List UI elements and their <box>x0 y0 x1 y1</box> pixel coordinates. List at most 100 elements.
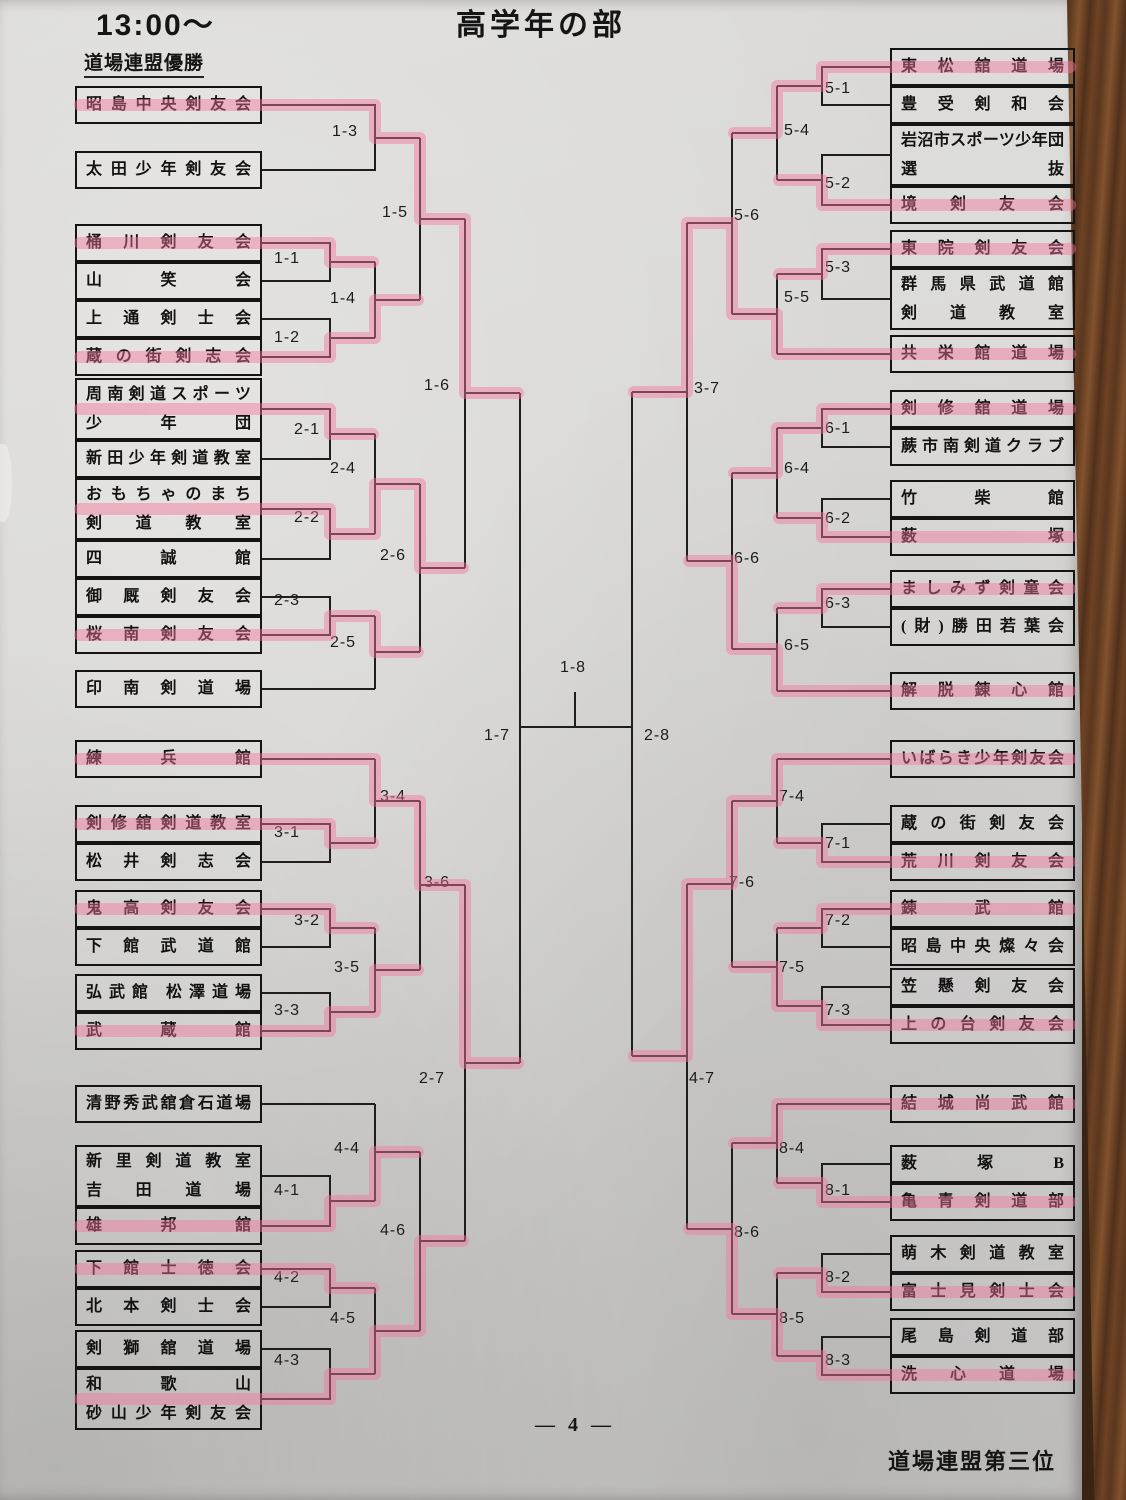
team-box-left-10: 四誠館 <box>75 540 262 578</box>
team-box-left-23: 雄邦舘 <box>75 1207 262 1245</box>
team-box-right-12: ましみず剣童会 <box>890 570 1075 608</box>
team-name-line: 笠懸剣友会 <box>901 978 1064 995</box>
team-box-right-15: いばらき少年剣友会 <box>890 740 1075 778</box>
paper-torn-edge <box>0 444 12 522</box>
team-name-line: 吉田道場 <box>86 1182 251 1199</box>
team-box-left-5: 上通剣士会 <box>75 300 262 338</box>
team-box-right-20: 笠懸剣友会 <box>890 968 1075 1006</box>
match-label-2-1: 2-1 <box>293 421 321 438</box>
team-box-left-13: 印南剣道場 <box>75 670 262 708</box>
match-label-2-6: 2-6 <box>379 547 407 564</box>
team-box-right-19: 昭島中央燦々会 <box>890 928 1075 966</box>
team-name-line: おもちゃのまち <box>86 486 251 503</box>
team-box-right-13: (財)勝田若葉会 <box>890 608 1075 646</box>
match-label-3-4: 3-4 <box>379 788 407 805</box>
match-label-8-3: 8-3 <box>824 1352 852 1369</box>
match-label-4-5: 4-5 <box>329 1310 357 1327</box>
team-name-line: 鬼高剣友会 <box>86 900 251 917</box>
team-box-left-26: 剣獅舘道場 <box>75 1330 262 1368</box>
team-box-right-18: 錬武館 <box>890 890 1075 928</box>
match-label-3-1: 3-1 <box>273 824 301 841</box>
team-name-line: 萌木剣道教室 <box>901 1245 1064 1262</box>
match-label-7-6: 7-6 <box>728 874 756 891</box>
team-box-left-15: 剣修舘剣道教室 <box>75 805 262 843</box>
team-box-left-12: 桜南剣友会 <box>75 616 262 654</box>
team-box-left-7: 周南剣道スポーツ少年団 <box>75 378 262 440</box>
team-box-left-27: 和歌山砂山少年剣友会 <box>75 1368 262 1430</box>
seed-note-league-champion: 道場連盟優勝 <box>84 48 205 78</box>
match-label-1-3: 1-3 <box>331 123 359 140</box>
match-label-6-2: 6-2 <box>824 510 852 527</box>
team-box-left-17: 鬼高剣友会 <box>75 890 262 928</box>
match-label-4-3: 4-3 <box>273 1352 301 1369</box>
team-name-line: 荒川剣友会 <box>901 853 1064 870</box>
team-box-right-11: 薮塚 <box>890 518 1075 556</box>
match-label-3-7: 3-7 <box>693 380 721 397</box>
team-box-right-4: 境剣友会 <box>890 186 1075 224</box>
match-label-8-1: 8-1 <box>824 1182 852 1199</box>
match-label-7-1: 7-1 <box>824 835 852 852</box>
team-name-line: ましみず剣童会 <box>901 580 1064 597</box>
team-name-line: 共栄館道場 <box>901 345 1064 362</box>
match-label-2-8: 2-8 <box>643 727 671 744</box>
team-name-line: 桜南剣友会 <box>86 626 251 643</box>
match-label-5-4: 5-4 <box>783 122 811 139</box>
match-label-5-6: 5-6 <box>733 207 761 224</box>
team-box-right-26: 富士見剣士会 <box>890 1273 1075 1311</box>
match-label-1-2: 1-2 <box>273 329 301 346</box>
team-name-line: 雄邦舘 <box>86 1217 251 1234</box>
team-name-line: 剣道教室 <box>86 515 251 532</box>
match-label-6-1: 6-1 <box>824 420 852 437</box>
team-box-left-8: 新田少年剣道教室 <box>75 440 262 478</box>
team-box-left-19: 弘武館 松澤道場 <box>75 974 262 1012</box>
team-name-line: 下館士徳会 <box>86 1260 251 1277</box>
team-name-line: 昭島中央燦々会 <box>901 938 1064 955</box>
team-name-line: 昭島中央剣友会 <box>86 96 251 113</box>
team-box-right-16: 蔵の街剣友会 <box>890 805 1075 843</box>
page-number: — 4 — <box>535 1414 615 1436</box>
team-name-line: 弘武館 松澤道場 <box>86 984 251 1001</box>
match-label-5-3: 5-3 <box>824 259 852 276</box>
match-label-2-3: 2-3 <box>273 592 301 609</box>
team-name-line: 剣修舘剣道教室 <box>86 815 251 832</box>
team-name-line: 薮塚B <box>901 1155 1064 1172</box>
match-label-3-5: 3-5 <box>333 959 361 976</box>
team-name-line: 亀青剣道部 <box>901 1193 1064 1210</box>
match-label-5-5: 5-5 <box>783 289 811 306</box>
match-label-8-4: 8-4 <box>778 1140 806 1157</box>
team-name-line: 東松舘道場 <box>901 58 1064 75</box>
match-label-8-5: 8-5 <box>778 1310 806 1327</box>
team-name-line: 上通剣士会 <box>86 310 251 327</box>
match-label-6-3: 6-3 <box>824 595 852 612</box>
team-box-right-23: 薮塚B <box>890 1145 1075 1183</box>
team-box-left-18: 下館武道館 <box>75 928 262 966</box>
team-name-line: 豊受剣和会 <box>901 96 1064 113</box>
team-box-left-25: 北本剣士会 <box>75 1288 262 1326</box>
team-name-line: 新里剣道教室 <box>86 1153 251 1170</box>
team-box-right-3: 岩沼市スポーツ少年団選抜 <box>890 124 1075 186</box>
match-label-6-6: 6-6 <box>733 550 761 567</box>
match-label-5-1: 5-1 <box>824 80 852 97</box>
match-label-4-4: 4-4 <box>333 1140 361 1157</box>
match-label-6-4: 6-4 <box>783 460 811 477</box>
match-label-3-3: 3-3 <box>273 1002 301 1019</box>
team-box-left-9: おもちゃのまち剣道教室 <box>75 478 262 540</box>
team-box-right-9: 蕨市南剣道クラブ <box>890 428 1075 466</box>
team-box-left-2: 太田少年剣友会 <box>75 151 262 189</box>
match-label-4-6: 4-6 <box>379 1222 407 1239</box>
match-label-8-6: 8-6 <box>733 1224 761 1241</box>
team-name-line: 富士見剣士会 <box>901 1283 1064 1300</box>
match-label-3-6: 3-6 <box>423 874 451 891</box>
team-name-line: 少年団 <box>86 415 251 432</box>
team-box-left-14: 練兵館 <box>75 740 262 778</box>
team-box-left-4: 山笑会 <box>75 262 262 300</box>
team-name-line: 桶川剣友会 <box>86 234 251 251</box>
team-name-line: 東院剣友会 <box>901 240 1064 257</box>
team-box-right-17: 荒川剣友会 <box>890 843 1075 881</box>
team-name-line: 砂山少年剣友会 <box>86 1405 251 1422</box>
match-label-7-5: 7-5 <box>778 959 806 976</box>
team-name-line: 武蔵館 <box>86 1022 251 1039</box>
match-label-4-7: 4-7 <box>688 1070 716 1087</box>
match-label-1-6: 1-6 <box>423 377 451 394</box>
match-label-6-5: 6-5 <box>783 637 811 654</box>
